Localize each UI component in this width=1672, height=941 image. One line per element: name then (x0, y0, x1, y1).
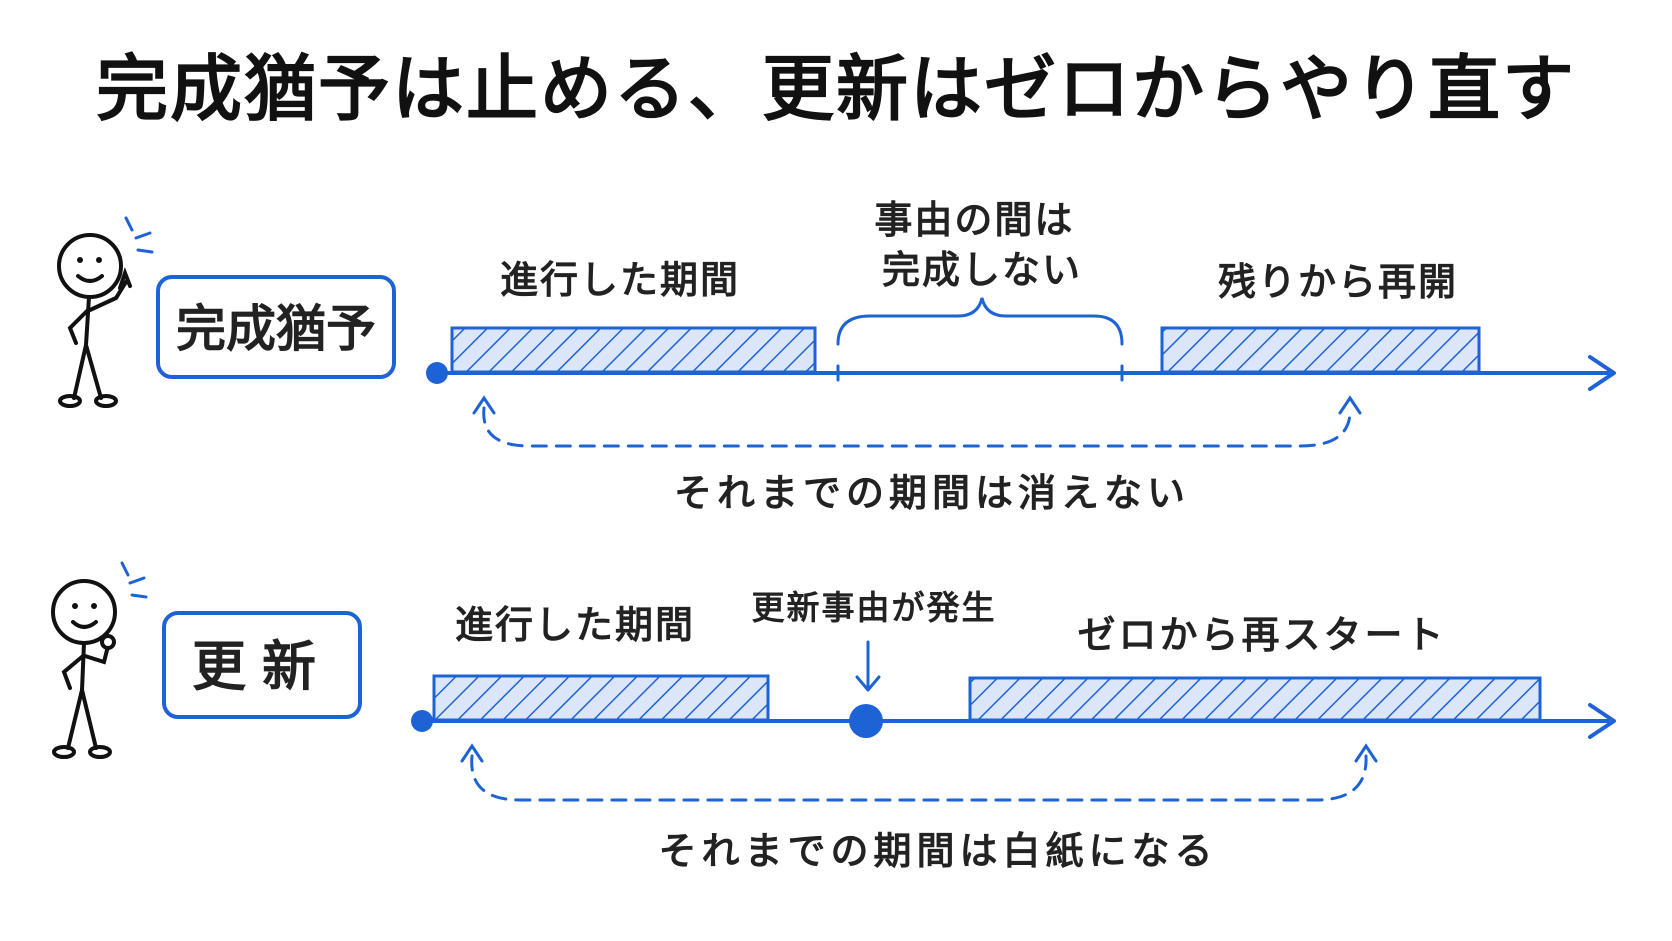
bottom-caption: それまでの期間は消えない (674, 471, 1190, 515)
diagram-title: 完成猶予は止める、更新はゼロからやり直す (95, 47, 1576, 131)
segment-label: 残りから再開 (1218, 260, 1458, 304)
down-arrow-icon (855, 640, 881, 692)
reset-arc (460, 743, 1378, 802)
row-renewal: 更新 進行した期間 更新事由が発生 ゼロから再スタート それまでの期間は白紙にな… (51, 561, 1616, 873)
segment-label: 進行した期間 (500, 258, 740, 302)
segment-label: 更新事由が発生 (752, 588, 997, 627)
bottom-caption: それまでの期間は白紙になる (658, 829, 1217, 873)
progress-bar (450, 326, 817, 374)
idea-lines-icon (120, 561, 148, 599)
start-point (426, 362, 448, 384)
restart-bar (968, 676, 1542, 722)
label-box (156, 275, 396, 379)
renewal-event-point (849, 704, 883, 738)
arrow-head-icon (1588, 355, 1616, 391)
start-point (411, 710, 433, 732)
continuity-arc (472, 395, 1362, 448)
segment-label: 進行した期間 (455, 603, 695, 647)
suspension-brace (836, 297, 1124, 382)
stick-figure-icon (57, 233, 132, 408)
label-box-text: 更新 (192, 635, 332, 698)
segment-label: ゼロから再スタート (1077, 613, 1446, 657)
segment-label: 事由の間は 完成しない (874, 198, 1089, 292)
idea-lines-icon (124, 216, 154, 254)
stick-figure-icon (51, 579, 117, 759)
label-box-text: 完成猶予 (176, 300, 376, 358)
resume-bar (1160, 326, 1481, 374)
progress-bar (432, 674, 770, 722)
arrow-head-icon (1588, 703, 1616, 739)
row-suspension: 完成猶予 進行した期間 事由の間は 完成しない 残りから再開 それまでの期間は消… (57, 198, 1616, 515)
label-box (162, 611, 362, 719)
